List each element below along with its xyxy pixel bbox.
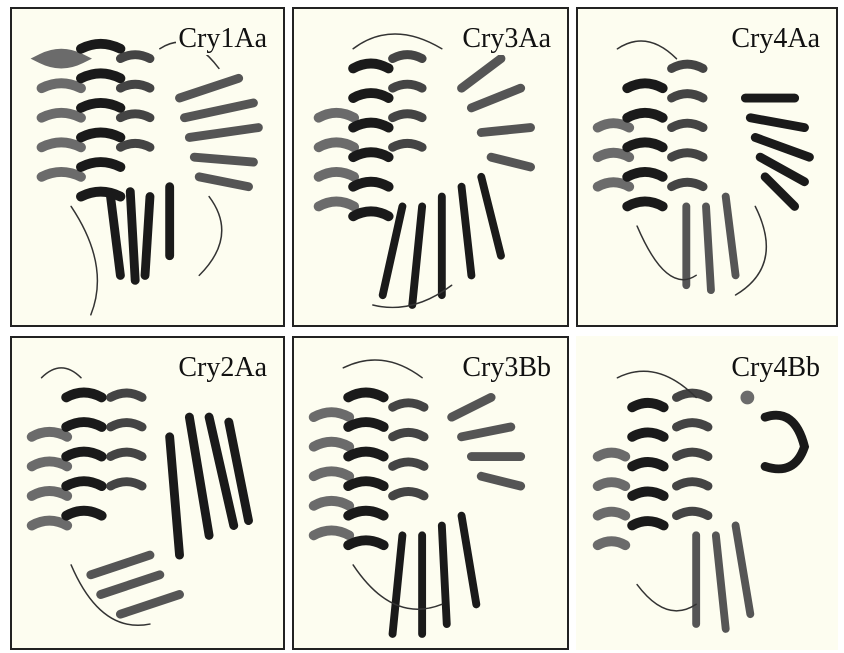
panel-label: Cry1Aa: [176, 23, 269, 55]
panel-cry4aa: Cry4Aa: [576, 7, 838, 327]
panel-cry3aa: Cry3Aa: [292, 7, 569, 327]
panel-label: Cry2Aa: [176, 352, 269, 384]
panel-cry4bb: Cry4Bb: [576, 336, 838, 650]
protein-ribbon-cry4aa: [578, 9, 836, 325]
panel-cry2aa: Cry2Aa: [10, 336, 285, 650]
panel-label: Cry4Aa: [729, 23, 822, 55]
panel-label: Cry3Aa: [460, 23, 553, 55]
protein-ribbon-cry3bb: [294, 338, 567, 648]
panel-cry3bb: Cry3Bb: [292, 336, 569, 650]
protein-ribbon-cry3aa: [294, 9, 567, 325]
protein-ribbon-cry2aa: [12, 338, 283, 648]
panel-cry1aa: Cry1Aa: [10, 7, 285, 327]
protein-ribbon-cry1aa: [12, 9, 283, 325]
protein-ribbon-cry4bb: [578, 338, 836, 648]
panel-label: Cry4Bb: [729, 352, 822, 384]
panel-label: Cry3Bb: [460, 352, 553, 384]
